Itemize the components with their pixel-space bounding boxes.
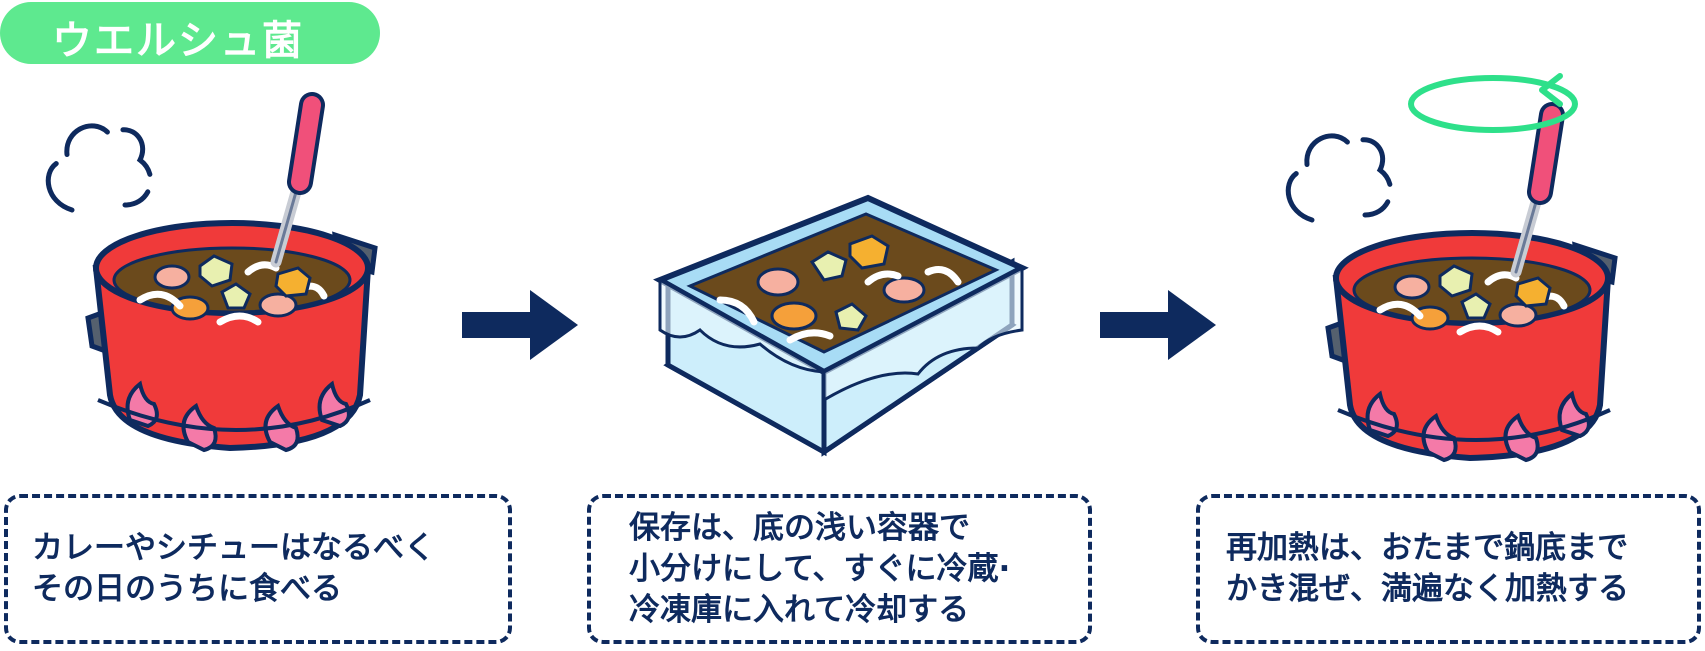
step-1-line-1: カレーやシチューはなるべく (32, 530, 435, 566)
title-badge: ウエルシュ菌 (0, 2, 380, 64)
arrow-right-icon (1100, 290, 1216, 360)
step-3-line-2: かき混ぜ、満遍なく加熱する (1226, 571, 1629, 607)
step-3-caption: 再加熱は、おたまで鍋底まで かき混ぜ、満遍なく加熱する (1196, 494, 1701, 644)
step-2-caption: 保存は、底の浅い容器で 小分けにして、すぐに冷蔵· 冷凍庫に入れて冷却する (587, 494, 1092, 644)
step-2-line-1: 保存は、底の浅い容器で (629, 509, 970, 546)
title-text: ウエルシュ菌 (52, 18, 304, 64)
curry-pot-icon (48, 105, 375, 450)
step-2-line-2: 小分けにして、すぐに冷蔵· (629, 550, 1011, 587)
step-3-line-1: 再加熱は、おたまで鍋底まで (1226, 530, 1629, 566)
step-2-line-3: 冷凍庫に入れて冷却する (629, 591, 970, 628)
stir-rotation-icon (1408, 73, 1578, 133)
curry-pot-icon (1288, 115, 1615, 460)
storage-container-icon (653, 194, 1029, 457)
step-1-line-2: その日のうちに食べる (32, 571, 342, 607)
step-1-caption: カレーやシチューはなるべく その日のうちに食べる (4, 494, 512, 644)
arrow-right-icon (462, 290, 578, 360)
